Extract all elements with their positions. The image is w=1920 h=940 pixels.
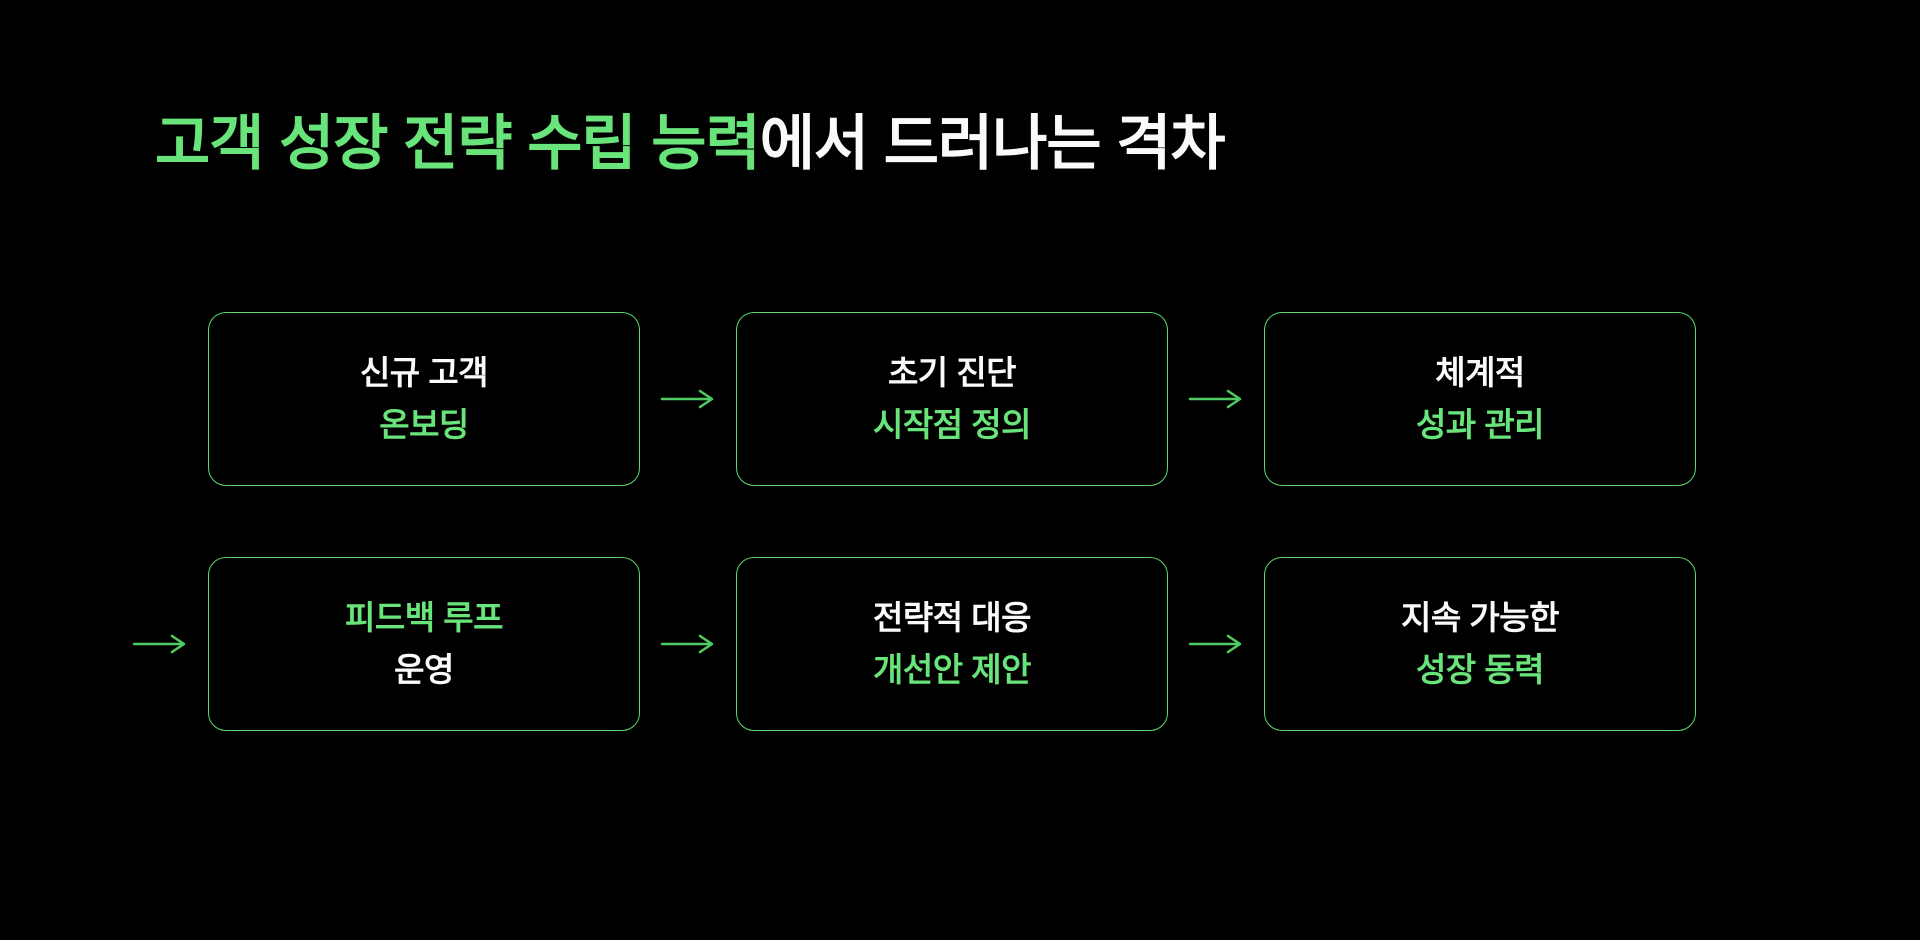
flow-box-feedback-loop: 피드백 루프 운영 bbox=[208, 557, 640, 731]
flow-box-line1: 지속 가능한 bbox=[1401, 598, 1559, 636]
flow-row-1: 신규 고객 온보딩 초기 진단 시작점 정의 체계적 성과 관리 bbox=[208, 312, 1696, 486]
flow-box-new-customer-onboarding: 신규 고객 온보딩 bbox=[208, 312, 640, 486]
arrow-right-icon bbox=[640, 632, 736, 656]
arrow-right-icon bbox=[112, 632, 208, 656]
flow-box-line2: 성장 동력 bbox=[1415, 651, 1545, 688]
flow-box-line2: 개선안 제안 bbox=[873, 651, 1031, 688]
slide-title: 고객 성장 전략 수립 능력에서 드러나는 격차 bbox=[155, 108, 1226, 180]
arrow-right-icon bbox=[640, 387, 736, 411]
flow-box-line1: 피드백 루프 bbox=[345, 598, 503, 636]
flow-box-initial-diagnosis: 초기 진단 시작점 정의 bbox=[736, 312, 1168, 486]
flow-box-line1: 체계적 bbox=[1435, 353, 1525, 391]
flow-box-strategic-response: 전략적 대응 개선안 제안 bbox=[736, 557, 1168, 731]
flow-box-line1: 초기 진단 bbox=[887, 353, 1017, 391]
flow-box-line1: 전략적 대응 bbox=[873, 598, 1031, 636]
arrow-right-icon bbox=[1168, 387, 1264, 411]
flow-box-line1: 신규 고객 bbox=[359, 353, 489, 391]
flow-box-line2: 온보딩 bbox=[379, 406, 469, 443]
title-highlight: 고객 성장 전략 수립 능력 bbox=[155, 110, 761, 177]
arrow-right-icon bbox=[1168, 632, 1264, 656]
flow-box-line2: 운영 bbox=[394, 651, 454, 688]
flow-box-sustainable-growth: 지속 가능한 성장 동력 bbox=[1264, 557, 1696, 731]
flow-box-line2: 성과 관리 bbox=[1415, 406, 1545, 443]
title-rest: 에서 드러나는 격차 bbox=[759, 110, 1226, 177]
flow-row-2: 피드백 루프 운영 전략적 대응 개선안 제안 지속 가능한 성장 동력 bbox=[112, 557, 1696, 731]
flow-box-systematic-performance: 체계적 성과 관리 bbox=[1264, 312, 1696, 486]
flow-box-line2: 시작점 정의 bbox=[873, 406, 1031, 443]
